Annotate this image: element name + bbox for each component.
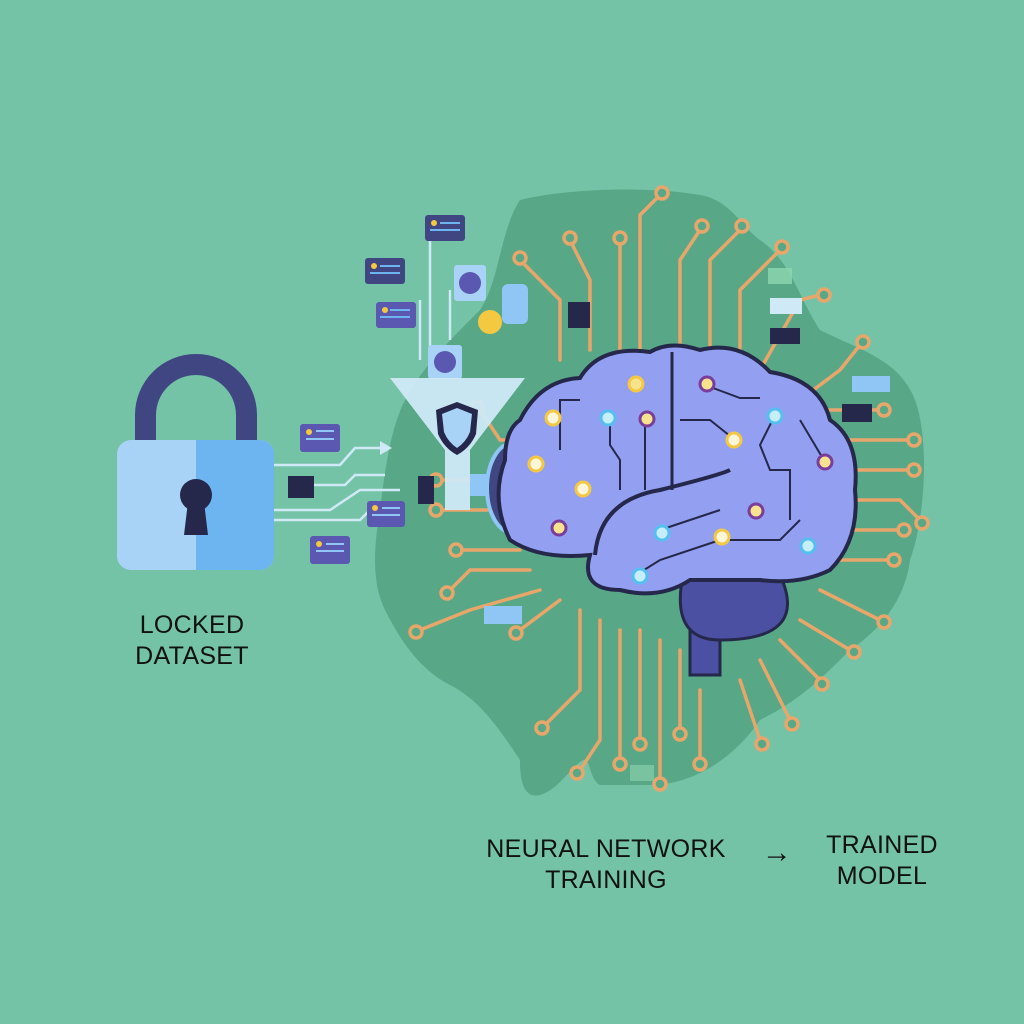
locked-dataset-label: LOCKED DATASET [135,611,249,670]
arrow-right-icon: → [761,836,793,869]
brain-icon [496,343,858,677]
data-card-icon [300,215,465,564]
shield-icon [436,402,478,455]
training-label: NEURAL NETWORK TRAINING [486,835,726,894]
trained-model-label: TRAINED MODEL [826,831,938,890]
padlock-icon [117,354,274,570]
data-stream [274,215,528,564]
